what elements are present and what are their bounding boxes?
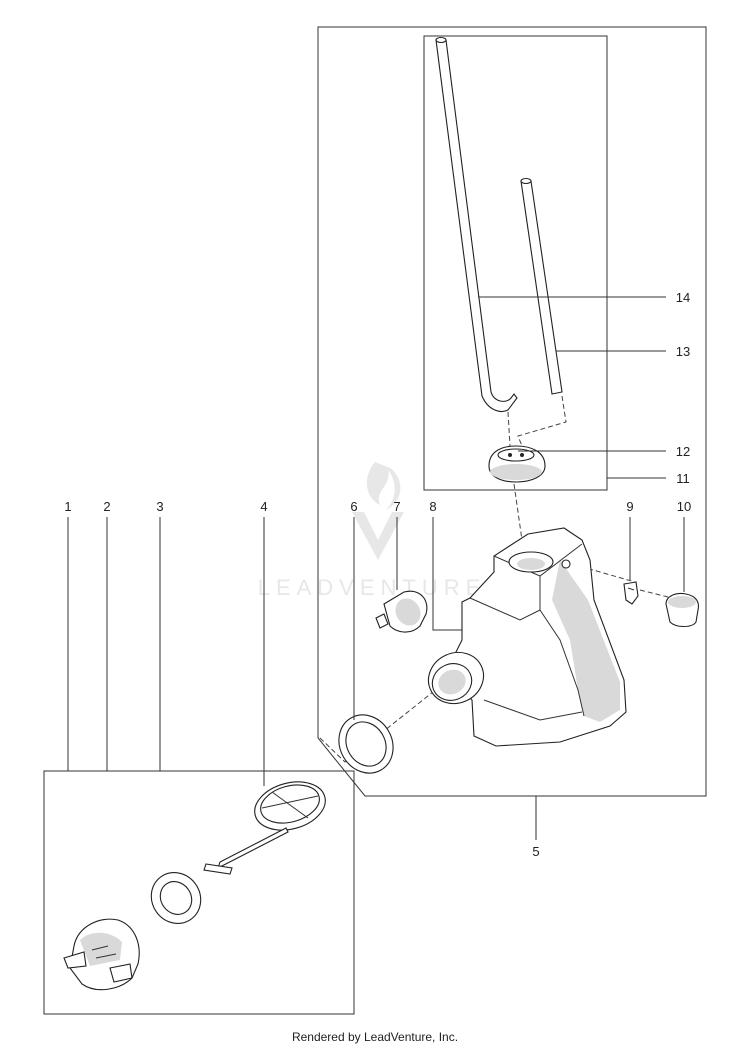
callout-4: 4 — [260, 499, 267, 514]
footer-credit: Rendered by LeadVenture, Inc. — [291, 1030, 459, 1044]
vent-cap — [665, 592, 700, 628]
callout-3: 3 — [156, 499, 163, 514]
fuel-tank — [427, 527, 627, 747]
fuel-filter — [375, 590, 428, 633]
fuel-vent — [623, 581, 639, 605]
grommet — [488, 445, 546, 483]
callout-8: 8 — [429, 499, 436, 514]
fuel-hose-long — [435, 36, 518, 413]
callout-2: 2 — [103, 499, 110, 514]
gasket-ring — [338, 714, 394, 774]
callout-1: 1 — [64, 499, 71, 514]
watermark-text: LEADVENTURE — [258, 575, 487, 600]
callout-13: 13 — [676, 344, 690, 359]
filter-screen — [203, 781, 326, 875]
callout-7: 7 — [393, 499, 400, 514]
watermark: LEADVENTURE — [258, 462, 487, 600]
callout-10: 10 — [677, 499, 691, 514]
hose-kit-box — [423, 35, 608, 491]
callout-11: 11 — [676, 471, 690, 486]
callout-6: 6 — [350, 499, 357, 514]
fuel-cap — [63, 918, 140, 991]
callout-9: 9 — [626, 499, 633, 514]
callout-14: 14 — [676, 290, 690, 305]
callout-5: 5 — [532, 844, 539, 859]
callout-labels: 1 2 3 4 5 6 7 8 9 10 11 12 13 14 — [64, 290, 691, 859]
cap-washer — [150, 872, 202, 924]
cap-kit-box — [43, 770, 355, 1015]
fuel-hose-short — [520, 177, 563, 395]
callout-12: 12 — [676, 444, 690, 459]
